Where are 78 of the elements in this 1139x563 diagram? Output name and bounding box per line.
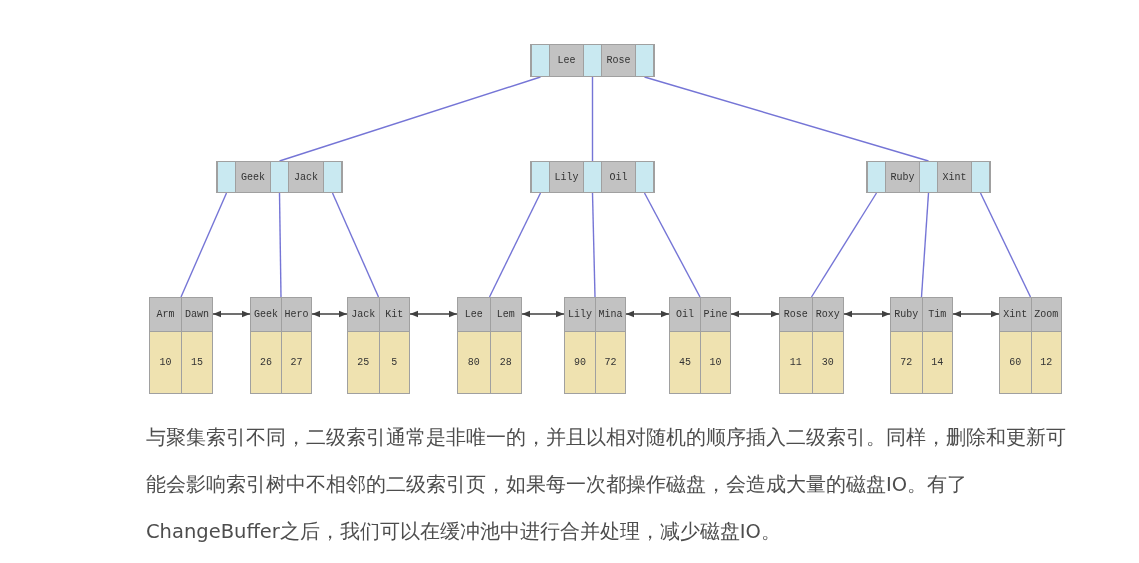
key-label: Oil [602, 162, 635, 192]
row-value: 80 [458, 331, 490, 393]
leaf-page [890, 297, 953, 394]
tree-link [591, 76, 594, 162]
row-value: 25 [348, 331, 379, 393]
index-page [530, 161, 655, 193]
row-value: 72 [891, 331, 922, 393]
key-label: Lily [550, 162, 583, 192]
sibling-arrow [521, 310, 565, 318]
key-label: Dawn [181, 298, 212, 331]
key-label: Kit [378, 298, 409, 331]
key-label: Lily [565, 298, 595, 331]
key-label: Rose [602, 45, 635, 76]
tree-link [591, 192, 596, 298]
sibling-arrow [952, 310, 1000, 318]
row-value: 60 [1000, 331, 1031, 393]
tree-link [278, 192, 282, 298]
tree-link [488, 192, 542, 298]
leaf-page [457, 297, 522, 394]
tree-link [643, 192, 701, 298]
key-label: Geek [251, 298, 281, 331]
tree-link [810, 192, 878, 298]
row-value: 15 [181, 331, 212, 393]
leaf-page [779, 297, 844, 394]
row-value: 12 [1030, 331, 1061, 393]
index-page [530, 44, 655, 77]
sibling-arrow [625, 310, 670, 318]
tree-link [180, 192, 228, 298]
sibling-arrow [212, 310, 251, 318]
tree-link [331, 192, 380, 298]
row-value: 14 [921, 331, 952, 393]
key-label: Rose [780, 298, 812, 331]
key-label: Geek [236, 162, 270, 192]
sibling-arrow [311, 310, 348, 318]
leaf-page [564, 297, 626, 394]
leaf-page [999, 297, 1062, 394]
tree-link [979, 192, 1032, 298]
leaf-page [250, 297, 312, 394]
key-label: Hero [281, 298, 311, 331]
index-page [216, 161, 343, 193]
tree-link [278, 76, 542, 162]
row-value: 10 [150, 331, 181, 393]
key-label: Xint [1000, 298, 1031, 331]
key-label: Jack [348, 298, 379, 331]
row-value: 5 [378, 331, 409, 393]
key-label: Zoom [1030, 298, 1061, 331]
tree-link [643, 76, 930, 162]
key-label: Arm [150, 298, 181, 331]
key-label: Ruby [891, 298, 922, 331]
row-value: 72 [595, 331, 625, 393]
index-page [866, 161, 991, 193]
row-value: 10 [700, 331, 730, 393]
key-label: Ruby [886, 162, 919, 192]
tree-link [920, 192, 930, 298]
key-label: Oil [670, 298, 700, 331]
leaf-page [669, 297, 731, 394]
key-label: Tim [921, 298, 952, 331]
row-value: 26 [251, 331, 281, 393]
sibling-arrow [730, 310, 780, 318]
leaf-page [149, 297, 213, 394]
key-label: Lee [550, 45, 583, 76]
key-label: Xint [938, 162, 971, 192]
sibling-arrow [843, 310, 891, 318]
key-label: Roxy [811, 298, 843, 331]
leaf-page [347, 297, 410, 394]
description-paragraph: 与聚集索引不同，二级索引通常是非唯一的，并且以相对随机的顺序插入二级索引。同样，删除和更新可能会影响索引树中不相邻的二级索引页，如果每一次都操作磁盘，会造成大量的磁盘IO。有了ChangeBuffer之后，我们可以在缓冲池中进行合并处理，减少磁盘IO。 [146, 425, 1067, 545]
row-value: 90 [565, 331, 595, 393]
key-label: Mina [595, 298, 625, 331]
row-value: 11 [780, 331, 812, 393]
row-value: 45 [670, 331, 700, 393]
sibling-arrow [409, 310, 458, 318]
key-label: Lem [489, 298, 521, 331]
row-value: 27 [281, 331, 311, 393]
key-label: Pine [700, 298, 730, 331]
row-value: 28 [489, 331, 521, 393]
key-label: Jack [289, 162, 323, 192]
row-value: 30 [811, 331, 843, 393]
key-label: Lee [458, 298, 490, 331]
